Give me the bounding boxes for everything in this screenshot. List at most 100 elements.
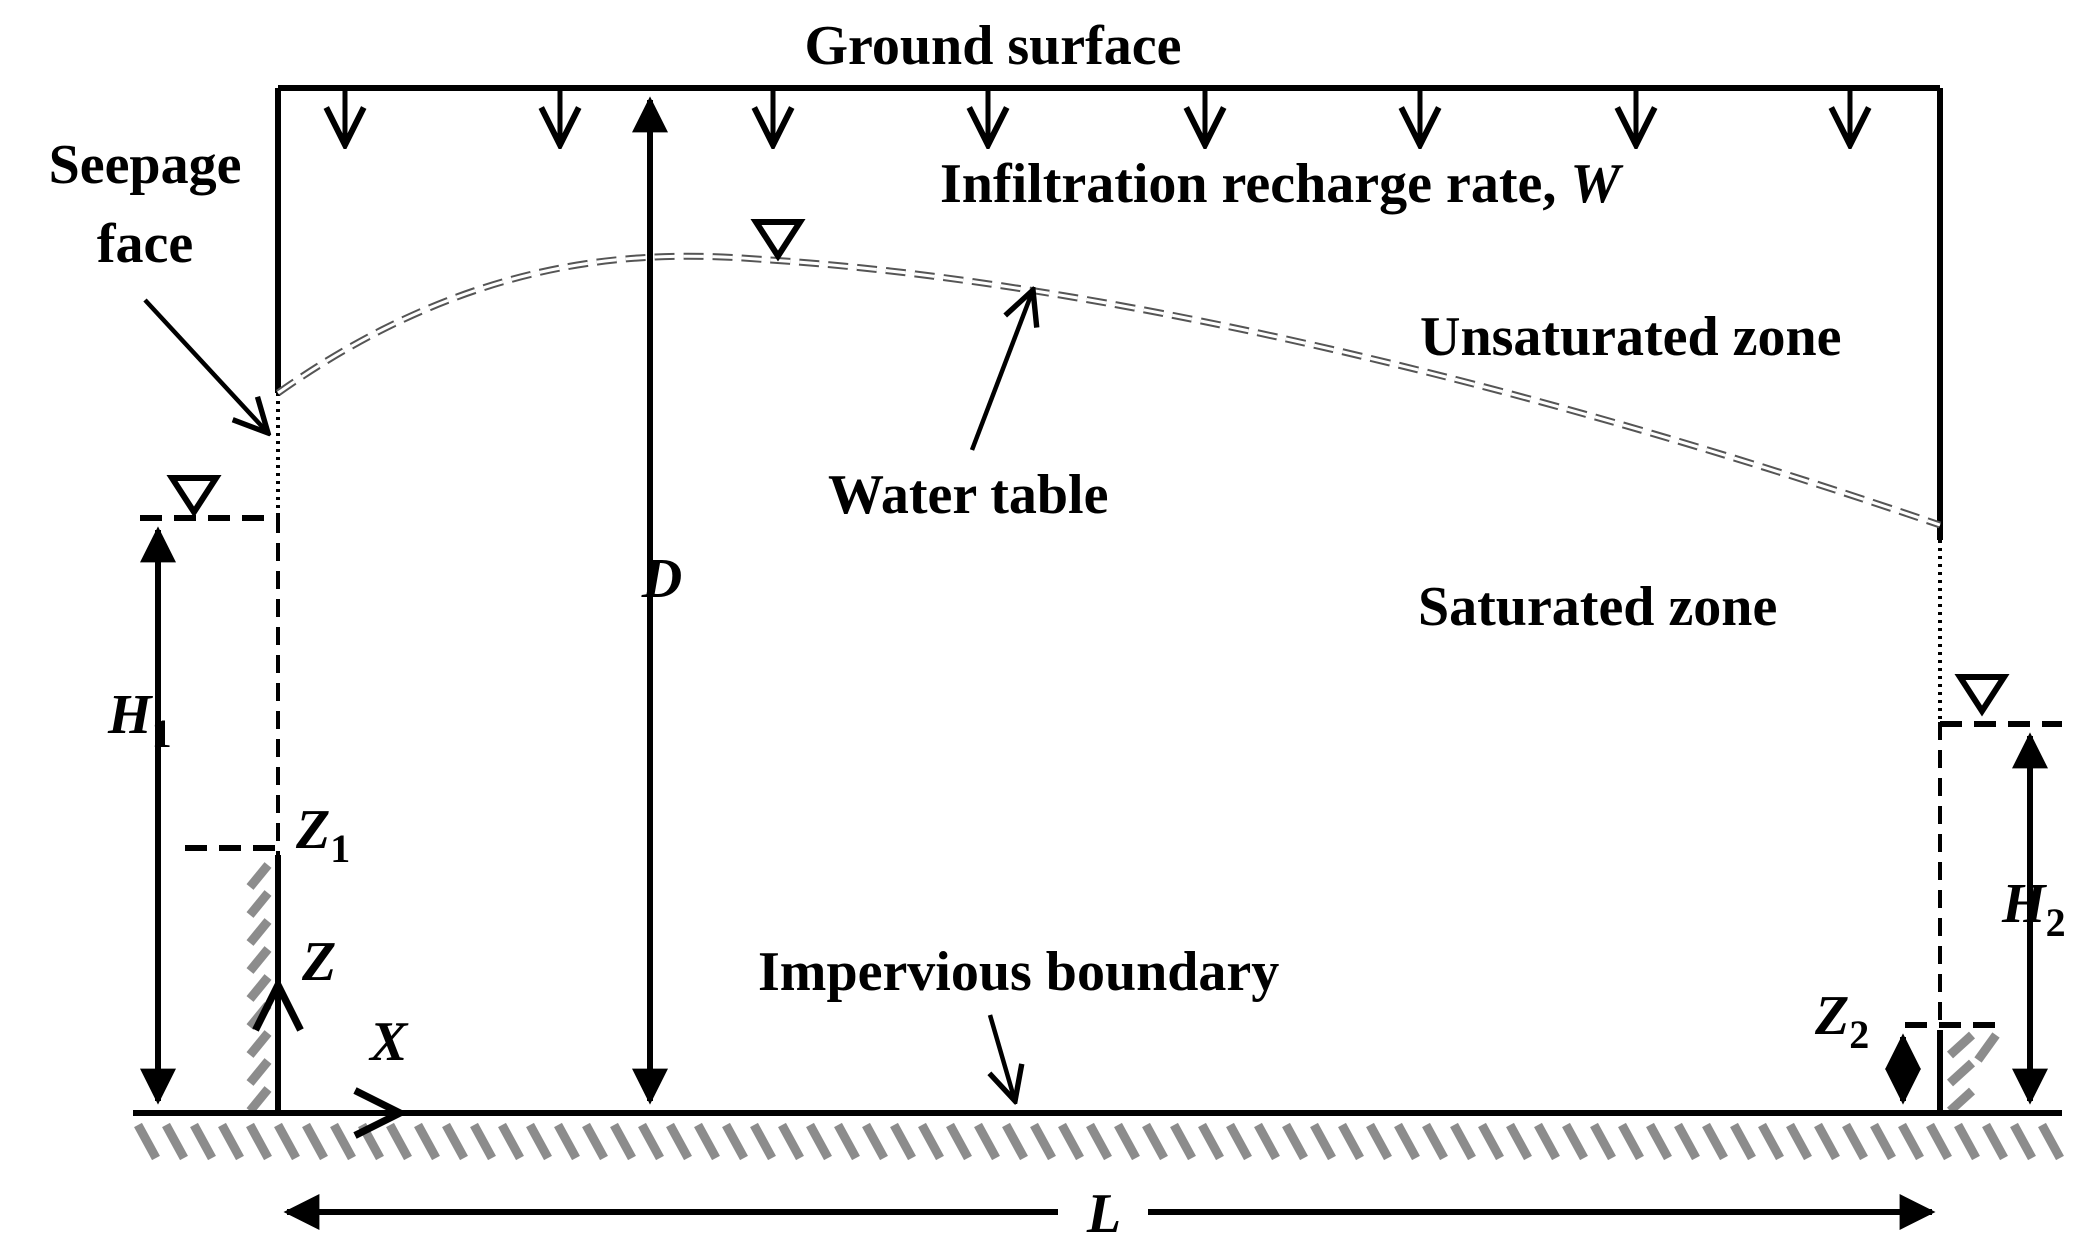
hatch-stroke — [778, 1122, 804, 1161]
boundary-faces — [276, 393, 1942, 1030]
hatch-stroke — [1170, 1122, 1196, 1161]
hatch-stroke — [862, 1122, 888, 1161]
water-table-label: Water table — [828, 464, 1108, 526]
hatch-stroke — [386, 1122, 412, 1161]
hatch-stroke — [246, 1122, 272, 1161]
water-level-symbols — [166, 219, 2010, 717]
hatch-stroke — [526, 1122, 552, 1161]
hatch-stroke — [1030, 1122, 1056, 1161]
hatch-stroke — [190, 1122, 216, 1161]
hatch-stroke — [1562, 1122, 1588, 1161]
saturated-zone-label: Saturated zone — [1418, 576, 1777, 638]
hatch-stroke — [246, 862, 272, 890]
hatch-stroke — [246, 918, 272, 946]
hatch-stroke — [1198, 1122, 1224, 1161]
hatch-stroke — [694, 1122, 720, 1161]
z-axis-label: Z — [301, 931, 336, 993]
hatch-stroke — [442, 1122, 468, 1161]
hatch-stroke — [722, 1122, 748, 1161]
hatch-stroke — [274, 1122, 300, 1161]
hatch-stroke — [302, 1122, 328, 1161]
water-level-triangle-top — [750, 219, 806, 262]
hatch-stroke — [1282, 1122, 1308, 1161]
hatch-stroke — [358, 1122, 384, 1161]
h2-symbol: H — [2001, 873, 2047, 935]
hatch-stroke — [666, 1122, 692, 1161]
hatch-stroke — [1254, 1122, 1280, 1161]
hatch-stroke — [498, 1122, 524, 1161]
hatch-stroke — [1758, 1122, 1784, 1161]
hatch-stroke — [582, 1122, 608, 1161]
hatch-stroke — [1946, 1031, 1976, 1059]
water-level-triangle-right — [1954, 674, 2010, 717]
unsaturated-zone-label: Unsaturated zone — [1420, 306, 1842, 368]
hatch-stroke — [1982, 1122, 2008, 1161]
hatch-stroke — [246, 974, 272, 1002]
domain-box — [133, 85, 2062, 1116]
hatch-stroke — [218, 1122, 244, 1161]
hatch-stroke — [1946, 1059, 1976, 1087]
hatch-stroke — [946, 1122, 972, 1161]
z1-symbol: Z — [295, 799, 330, 861]
infiltration-arrows — [345, 88, 1850, 145]
z2-label: Z2 — [1814, 985, 1869, 1057]
infiltration-variable: W — [1570, 153, 1624, 215]
x-axis-label: X — [368, 1011, 409, 1073]
h1-subscript: 1 — [152, 711, 172, 756]
z1-label: Z1 — [295, 799, 350, 871]
hatch-stroke — [1842, 1122, 1868, 1161]
d-label: D — [641, 548, 682, 610]
hatch-stroke — [1674, 1122, 1700, 1161]
hatch-stroke — [246, 1030, 272, 1058]
hatch-stroke — [134, 1122, 160, 1161]
hatch-stroke — [974, 1122, 1000, 1161]
ground-surface-label: Ground surface — [805, 15, 1182, 77]
hatch-stroke — [1226, 1122, 1252, 1161]
hatch-stroke — [246, 946, 272, 974]
hatch-stroke — [750, 1122, 776, 1161]
hatch-stroke — [1646, 1122, 1672, 1161]
water-surface-lines — [140, 515, 2062, 1028]
h2-label: H2 — [2001, 873, 2066, 945]
hatch-stroke — [1338, 1122, 1364, 1161]
impervious-boundary-pointer — [990, 1014, 1015, 1101]
z1-subscript: 1 — [330, 826, 350, 871]
water-table-pointer — [969, 290, 1033, 451]
hatch-stroke — [1114, 1122, 1140, 1161]
h1-label: H1 — [107, 684, 172, 756]
hatch-stroke — [246, 1058, 272, 1086]
seepage-face-pointer — [143, 298, 268, 433]
hatch-stroke — [162, 1122, 188, 1161]
hatch-stroke — [1946, 1087, 1976, 1115]
h2-subscript: 2 — [2046, 900, 2066, 945]
hatch-stroke — [1926, 1122, 1952, 1161]
l-label: L — [1086, 1183, 1121, 1245]
hatch-stroke — [610, 1122, 636, 1161]
seepage-face-label-line1: Seepage — [49, 134, 242, 196]
hatch-stroke — [1974, 1032, 2000, 1063]
hatch-stroke — [246, 1002, 272, 1030]
h1-symbol: H — [107, 684, 153, 746]
hatch-stroke — [246, 890, 272, 918]
water-table-curve — [275, 252, 1942, 529]
hatch-stroke — [1086, 1122, 1112, 1161]
z2-symbol: Z — [1814, 985, 1849, 1047]
pointer-arrows — [143, 290, 1033, 1101]
hatch-stroke — [1898, 1122, 1924, 1161]
hatch-stroke — [1310, 1122, 1336, 1161]
hatch-stroke — [554, 1122, 580, 1161]
hatch-stroke — [2038, 1122, 2064, 1161]
hatch-stroke — [414, 1122, 440, 1161]
hatch-stroke — [1450, 1122, 1476, 1161]
hatch-stroke — [1142, 1122, 1168, 1161]
impervious-boundary-label: Impervious boundary — [758, 941, 1279, 1003]
hatch-stroke — [806, 1122, 832, 1161]
hatch-stroke — [890, 1122, 916, 1161]
hatch-stroke — [1002, 1122, 1028, 1161]
hatch-stroke — [1618, 1122, 1644, 1161]
hatch-stroke — [918, 1122, 944, 1161]
hatch-stroke — [1422, 1122, 1448, 1161]
hatch-stroke — [1786, 1122, 1812, 1161]
hatch-stroke — [1814, 1122, 1840, 1161]
hatch-stroke — [2010, 1122, 2036, 1161]
